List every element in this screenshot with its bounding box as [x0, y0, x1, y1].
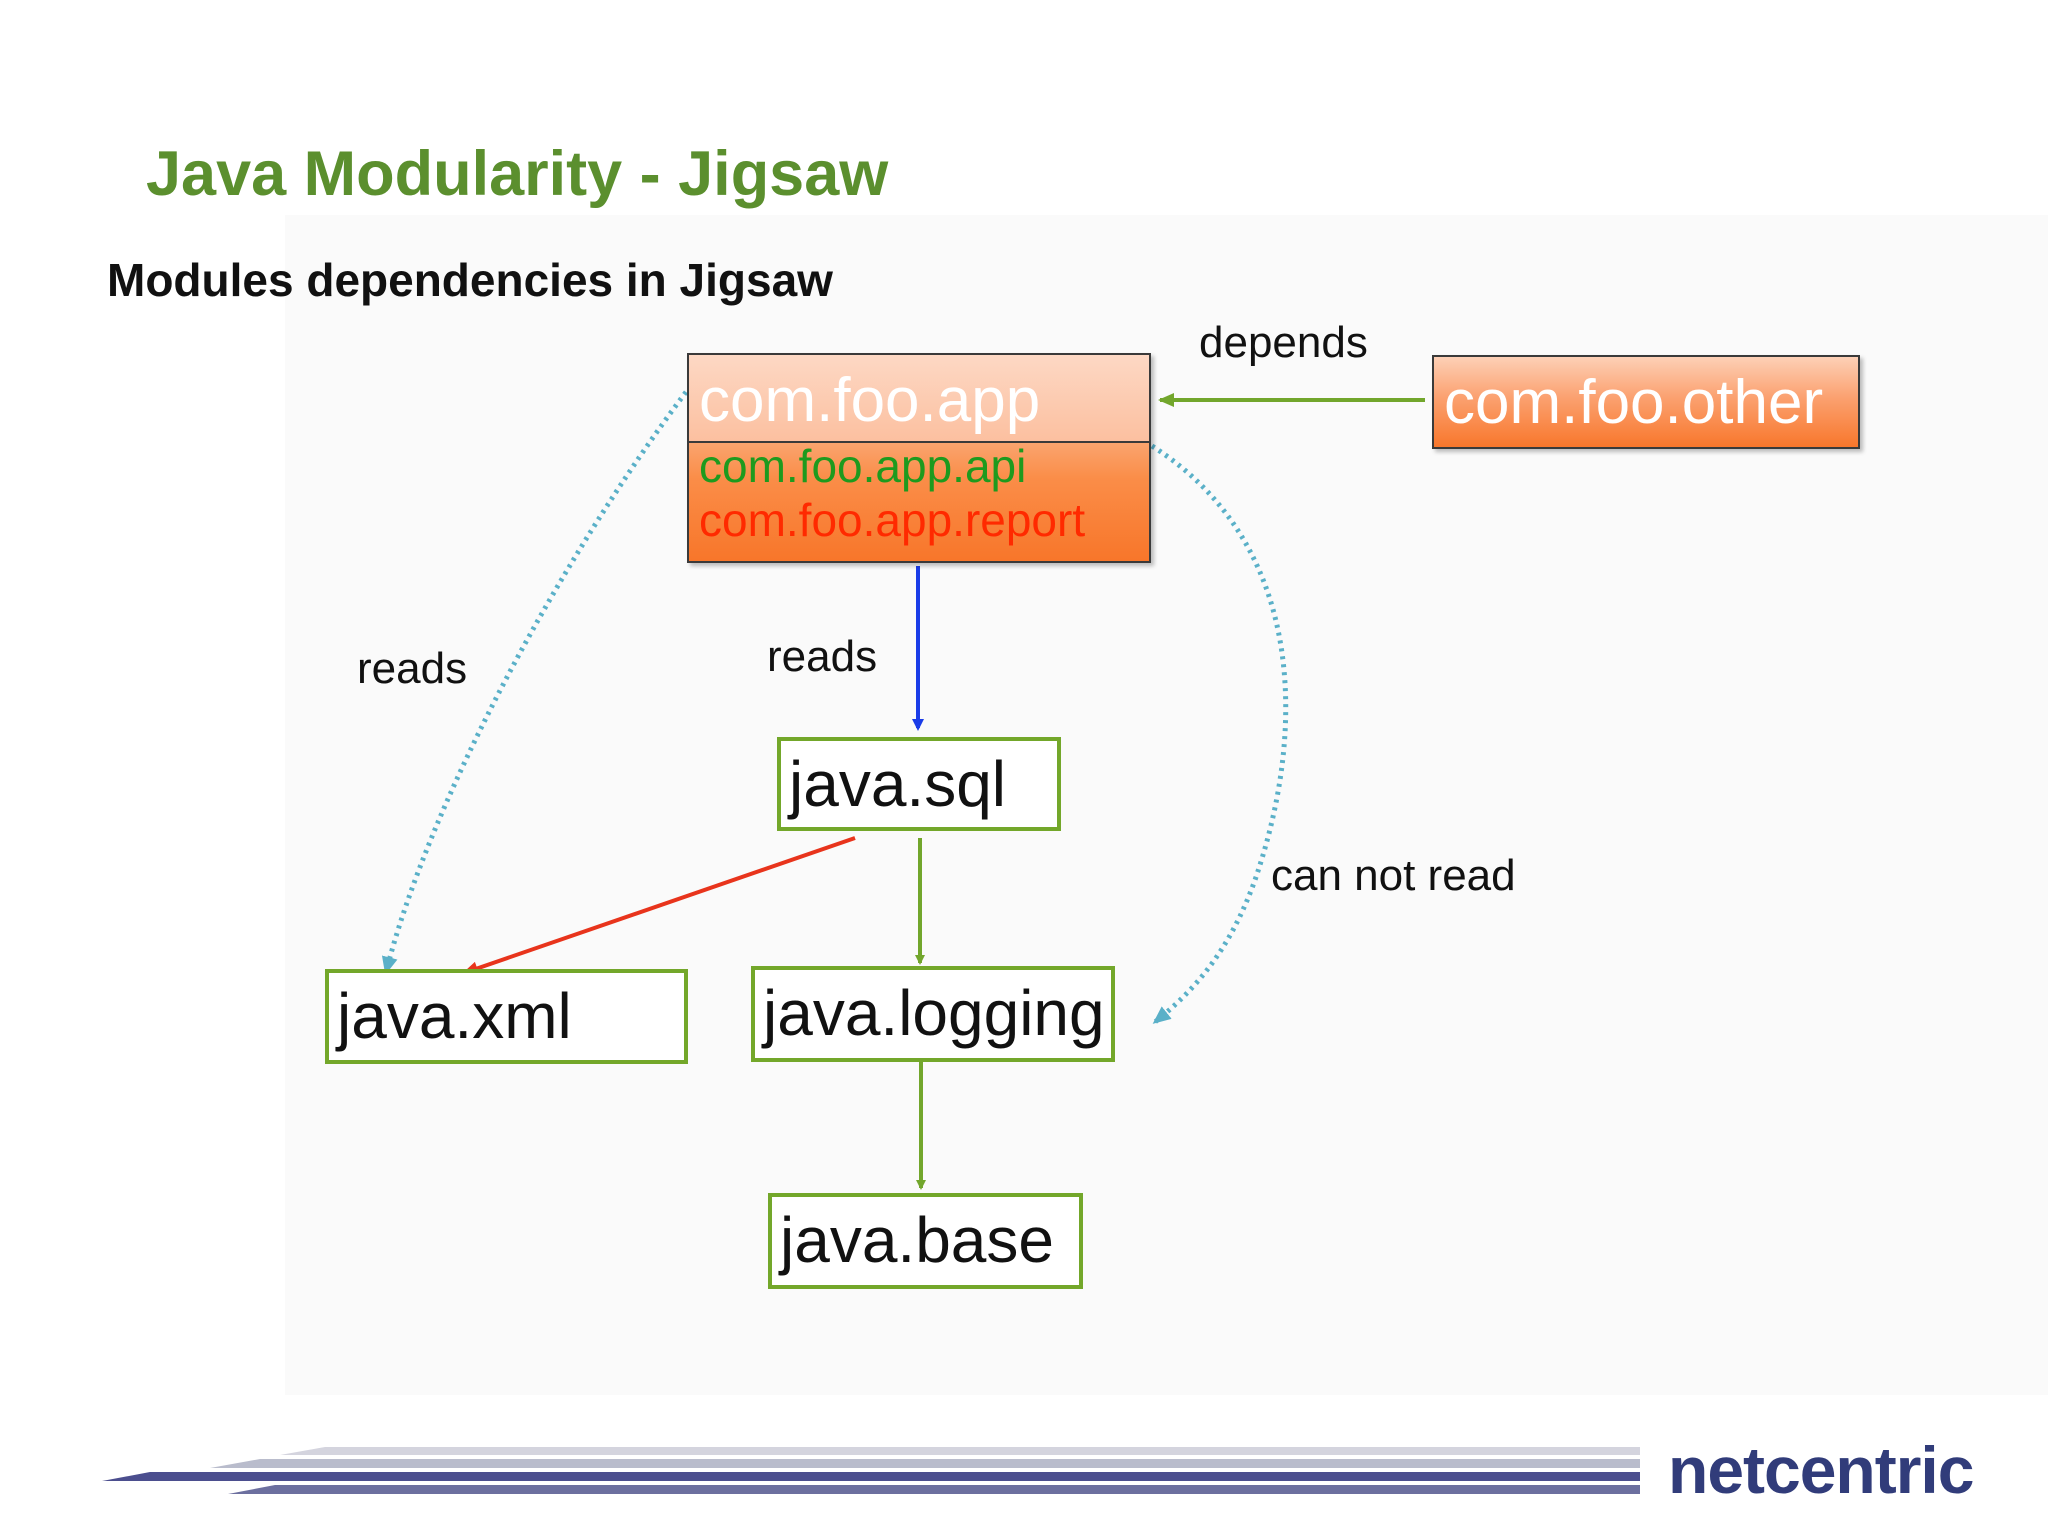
reads-xml-arrow [381, 390, 689, 975]
slide-subtitle: Modules dependencies in Jigsaw [107, 254, 833, 306]
module-name: com.foo.other [1444, 368, 1824, 437]
depends-label: depends [1199, 318, 1368, 367]
sql-to-xml-arrow [462, 836, 856, 976]
cannot-read-arrow [1150, 443, 1289, 1024]
reads-xml-label: reads [357, 644, 468, 693]
module-java-xml: java.xml [325, 969, 688, 1064]
module-name: java.xml [337, 980, 572, 1052]
slide-title: Java Modularity - Jigsaw [146, 139, 889, 209]
module-name: java.base [780, 1204, 1054, 1276]
module-name: java.sql [789, 748, 1006, 820]
reads-sql-label: reads [767, 632, 878, 681]
netcentric-logo: netcentric [1668, 1433, 1974, 1507]
module-java-logging: java.logging [751, 966, 1115, 1062]
module-java-base: java.base [768, 1193, 1083, 1289]
module-java-sql: java.sql [777, 737, 1061, 831]
module-com-foo-other: com.foo.other [1432, 355, 1860, 449]
package-api: com.foo.app.api [699, 440, 1027, 492]
module-com-foo-app: com.foo.app com.foo.app.api com.foo.app.… [687, 353, 1151, 563]
cannot-read-label: can not read [1271, 851, 1516, 900]
module-name: com.foo.app [699, 366, 1041, 435]
module-header [689, 355, 1149, 443]
module-name: java.logging [763, 977, 1105, 1049]
package-report: com.foo.app.report [699, 494, 1086, 546]
